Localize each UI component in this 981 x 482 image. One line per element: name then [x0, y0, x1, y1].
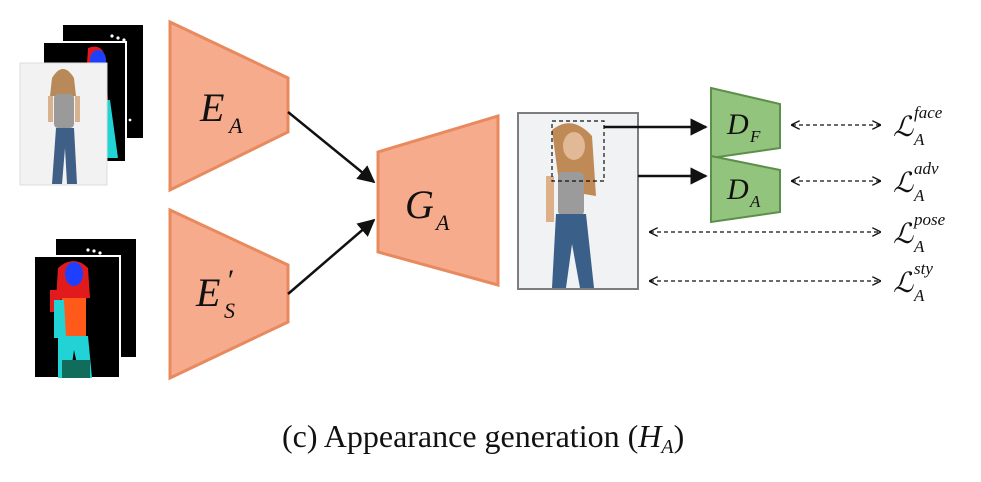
generator-sub: A	[434, 210, 450, 235]
loss-pose-sub: A	[913, 237, 925, 256]
loss-face-sup: face	[914, 103, 943, 122]
appearance-input-stack	[19, 23, 145, 186]
arrow-encoder-appearance-to-generator	[287, 111, 376, 184]
discriminator-face-label: D	[726, 108, 749, 141]
shape-input-stack	[33, 237, 138, 379]
loss-face-symbol: ℒ	[893, 112, 914, 143]
segmentation-map-front-2	[33, 255, 121, 379]
discriminator-face: D F	[710, 86, 781, 160]
loss-pose-sup: pose	[913, 210, 946, 229]
loss-style-symbol: ℒ	[893, 268, 914, 299]
encoder-shape-label: E	[195, 270, 220, 315]
encoder-shape: E ′ S	[168, 207, 290, 381]
svg-text:(c) Appearance generation (HA): (c) Appearance generation (HA)	[282, 418, 684, 458]
caption-symbol: H	[637, 418, 663, 454]
arrow-encoder-shape-to-generator	[287, 218, 376, 295]
loss-style: ℒ sty A	[893, 259, 933, 305]
loss-pose-symbol: ℒ	[893, 219, 914, 250]
loss-adv-sup: adv	[914, 159, 939, 178]
loss-face-sub: A	[913, 130, 925, 149]
loss-adv-sub: A	[913, 186, 925, 205]
encoder-appearance-label: E	[199, 85, 224, 130]
caption-suffix: )	[674, 418, 685, 454]
loss-adv-symbol: ℒ	[893, 168, 914, 199]
caption-prefix: (c) Appearance generation (	[282, 418, 638, 454]
generator-label: G	[405, 182, 434, 227]
loss-style-sup: sty	[914, 259, 933, 278]
encoder-shape-sub: S	[224, 298, 235, 323]
generator: G A	[376, 113, 500, 287]
discriminator-face-sub: F	[749, 127, 761, 146]
loss-pose: ℒ pose A	[893, 210, 946, 256]
encoder-appearance-sub: A	[227, 113, 243, 138]
loss-style-sub: A	[913, 286, 925, 305]
loss-face: ℒ face A	[893, 103, 943, 149]
person-photo-thumbnail	[19, 62, 108, 186]
figure-caption: (c) Appearance generation (HA)	[282, 418, 684, 458]
discriminator-adv-label: D	[726, 173, 749, 206]
generated-image	[517, 112, 639, 290]
encoder-shape-prime: ′	[226, 264, 233, 297]
discriminator-adv-sub: A	[749, 192, 761, 211]
encoder-appearance: E A	[168, 19, 290, 193]
caption-sub: A	[659, 436, 674, 458]
discriminator-adv: D A	[710, 154, 781, 224]
loss-adv: ℒ adv A	[893, 159, 939, 205]
